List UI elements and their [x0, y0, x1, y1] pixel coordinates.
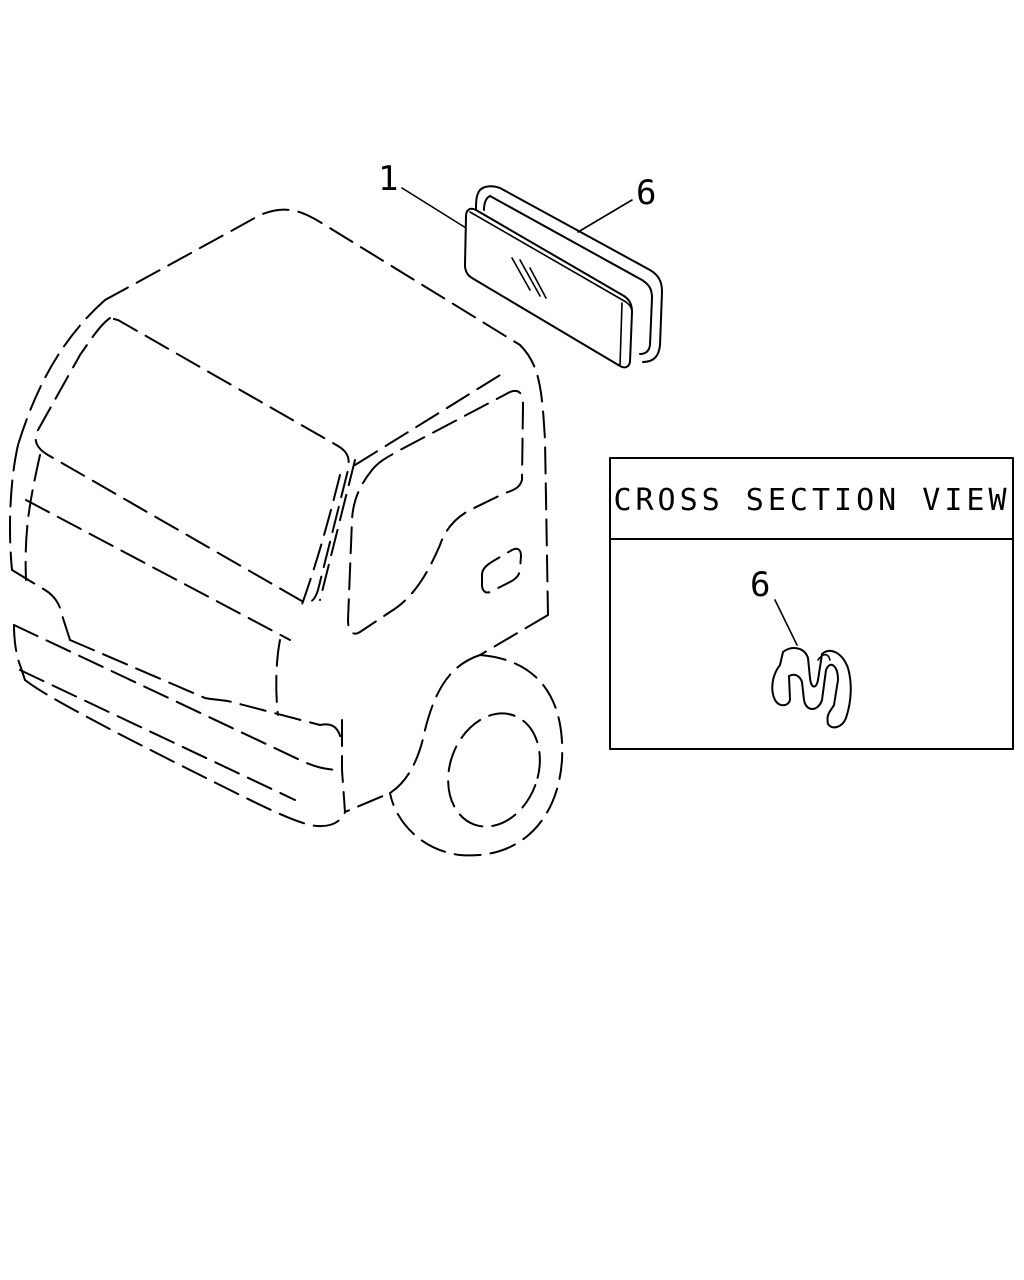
glass-reflection-icon [511, 257, 547, 299]
section-callout-6-label: 6 [750, 565, 770, 605]
truck-cab-outline [9, 208, 564, 857]
cross-section-title: CROSS SECTION VIEW [613, 483, 1010, 518]
cross-section-frame [609, 457, 1014, 750]
callout-1-label: 1 [378, 159, 398, 199]
callout-6-top: 6 [577, 173, 656, 233]
weatherstrip-outline [479, 185, 663, 363]
rear-window-assembly [464, 185, 663, 369]
callout-6-label: 6 [636, 173, 656, 213]
weatherstrip-profile [771, 647, 852, 729]
callout-1: 1 [378, 159, 467, 229]
glass-panel [464, 207, 633, 369]
cross-section-panel: CROSS SECTION VIEW 6 [609, 457, 1014, 750]
